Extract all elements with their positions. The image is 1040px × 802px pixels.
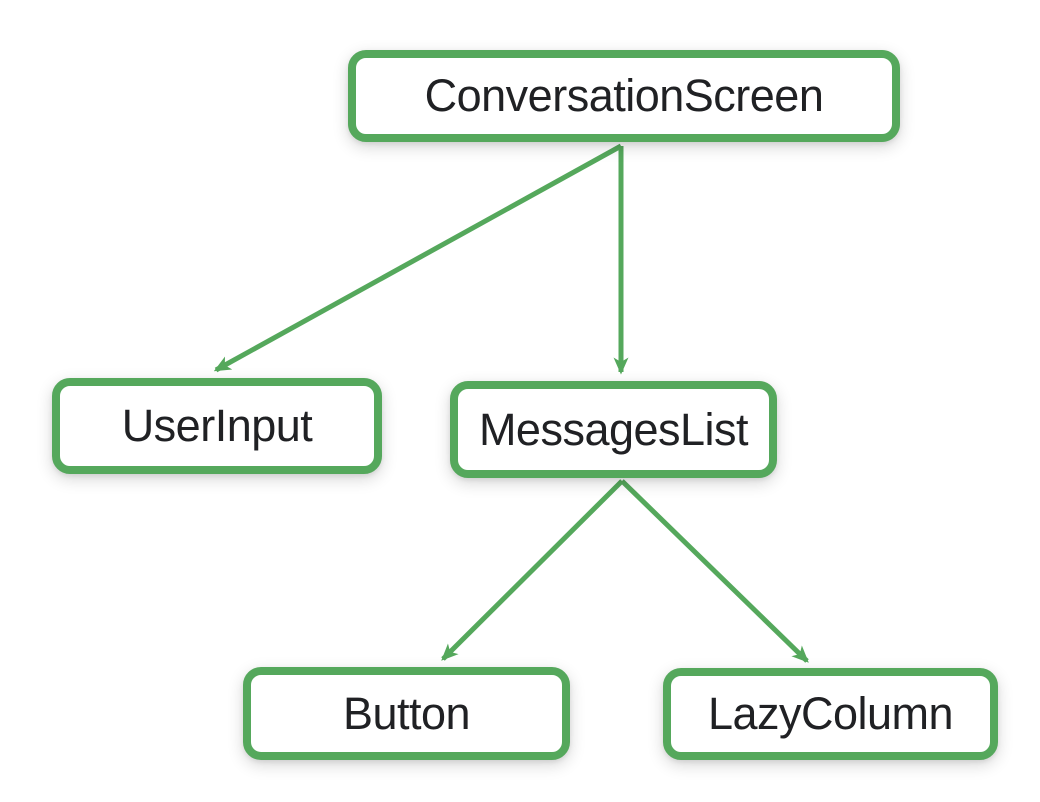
edge-messageslist-button	[441, 479, 624, 661]
node-lazy-column: LazyColumn	[663, 668, 998, 760]
edge-messageslist-lazycolumn	[620, 479, 809, 663]
node-user-input-label: UserInput	[121, 400, 313, 451]
node-messages-list-label: MessagesList	[478, 403, 749, 455]
node-button: Button	[243, 667, 570, 760]
edge-conversationscreen-userinput	[213, 143, 623, 373]
node-button-label: Button	[342, 687, 471, 739]
node-conversation-screen: ConversationScreen	[348, 50, 900, 142]
node-messages-list: MessagesList	[450, 381, 777, 478]
node-lazy-column-label: LazyColumn	[707, 688, 954, 739]
node-user-input: UserInput	[52, 378, 382, 474]
node-conversation-screen-label: ConversationScreen	[424, 70, 824, 121]
